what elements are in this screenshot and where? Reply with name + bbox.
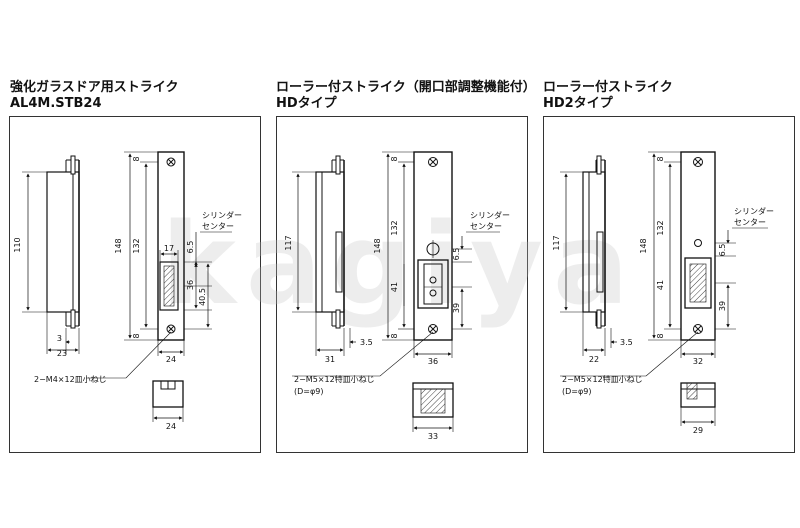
p3-dim-3_5: 3.5 [620,338,633,347]
p2-cylinder-label: シリンダー [470,210,510,220]
p2-dim-36: 36 [428,357,438,366]
panel-3-side-profile [582,155,606,329]
p1-dim-23: 23 [57,349,67,358]
panel-2-front-plate [413,151,453,341]
p1-dim-40_5: 40.5 [198,288,207,306]
panel-1-title: 強化ガラスドア用ストライク AL4M.STB24 [10,80,178,112]
panel-3-cap [680,382,716,408]
p1-screw-label: 2−M4×12皿小ねじ [34,375,107,384]
p1-dim-110: 110 [13,237,22,252]
p2-dim-39: 39 [452,303,461,313]
p3-dim-22: 22 [589,355,599,364]
p2-dim-3_5: 3.5 [360,338,373,347]
p3-dim-32: 32 [693,357,703,366]
p3-dim-8-bottom: 8 [656,333,665,338]
panel-2-title-line2: HDタイプ [276,96,337,111]
panel-2-title: ローラー付ストライク（開口部調整機能付） HDタイプ [276,80,536,112]
p1-dim-8-top: 8 [132,156,141,161]
p3-dim-148: 148 [639,238,648,253]
p1-dim-17: 17 [164,244,174,253]
p2-dim-6_5: 6.5 [452,248,461,261]
panel-1-side-profile [46,155,80,329]
p3-dim-41: 41 [656,280,665,290]
panel-2-labels: 117 148 132 8 8 41 6.5 39 31 3.5 36 33 シ… [284,156,510,441]
p3-dim-29: 29 [693,426,703,435]
p2-dim-31: 31 [325,355,335,364]
p2-dim-132: 132 [390,220,399,235]
panel-3-title: ローラー付ストライク HD2タイプ [543,80,673,112]
p1-cylinder-label: シリンダー [202,210,242,220]
p3-center-label: センター [734,218,766,227]
p1-dim-36: 36 [186,280,195,290]
p1-dim-24-cap: 24 [166,422,176,431]
p3-screw-label: 2−M5×12特皿小ねじ [562,374,643,384]
p2-screw-label-2: (D=φ9) [294,387,323,396]
p1-dim-132: 132 [132,238,141,253]
p2-dim-41: 41 [390,282,399,292]
p2-dim-8-top: 8 [390,156,399,161]
panel-1-cap [152,380,184,408]
panel-1-front-plate [157,151,185,341]
panel-3-labels: 117 148 132 8 8 41 6.5 39 22 3.5 32 29 シ… [552,156,774,435]
panel-2-title-line1: ローラー付ストライク（開口部調整機能付） [276,80,536,95]
p1-dim-8-bottom: 8 [132,333,141,338]
p3-dim-117: 117 [552,235,561,250]
p2-screw-label: 2−M5×12特皿小ねじ [294,374,375,384]
panel-3-front-plate [680,151,716,341]
p2-dim-8-bottom: 8 [390,333,399,338]
panel-1-title-line2: AL4M.STB24 [10,96,102,111]
panel-2-drawing [292,151,500,432]
p3-dim-8-top: 8 [656,156,665,161]
panel-3-title-line1: ローラー付ストライク [543,80,673,95]
p1-dim-24: 24 [166,355,176,364]
panel-3-drawing [560,151,768,426]
p2-dim-33: 33 [428,432,438,441]
panel-2-cap [412,382,454,418]
p3-dim-39: 39 [718,301,727,311]
panel-1-drawing [22,151,232,422]
p3-dim-132: 132 [656,220,665,235]
panel-1-title-line1: 強化ガラスドア用ストライク [10,80,179,95]
p1-dim-6_5: 6.5 [186,241,195,254]
p1-center-label: センター [202,222,234,231]
p3-cylinder-label: シリンダー [734,206,774,216]
p2-center-label: センター [470,222,502,231]
p2-dim-117: 117 [284,235,293,250]
panel-1-labels: 110 148 132 8 8 17 6.5 36 40.5 3 23 24 2… [13,156,242,431]
p2-dim-148: 148 [373,238,382,253]
p1-dim-3: 3 [57,334,62,343]
p3-screw-label-2: (D=φ9) [562,387,591,396]
p3-dim-6_5: 6.5 [718,244,727,257]
p1-dim-148: 148 [114,238,123,253]
panel-3-title-line2: HD2タイプ [543,96,613,111]
panel-2-side-profile [315,155,345,329]
